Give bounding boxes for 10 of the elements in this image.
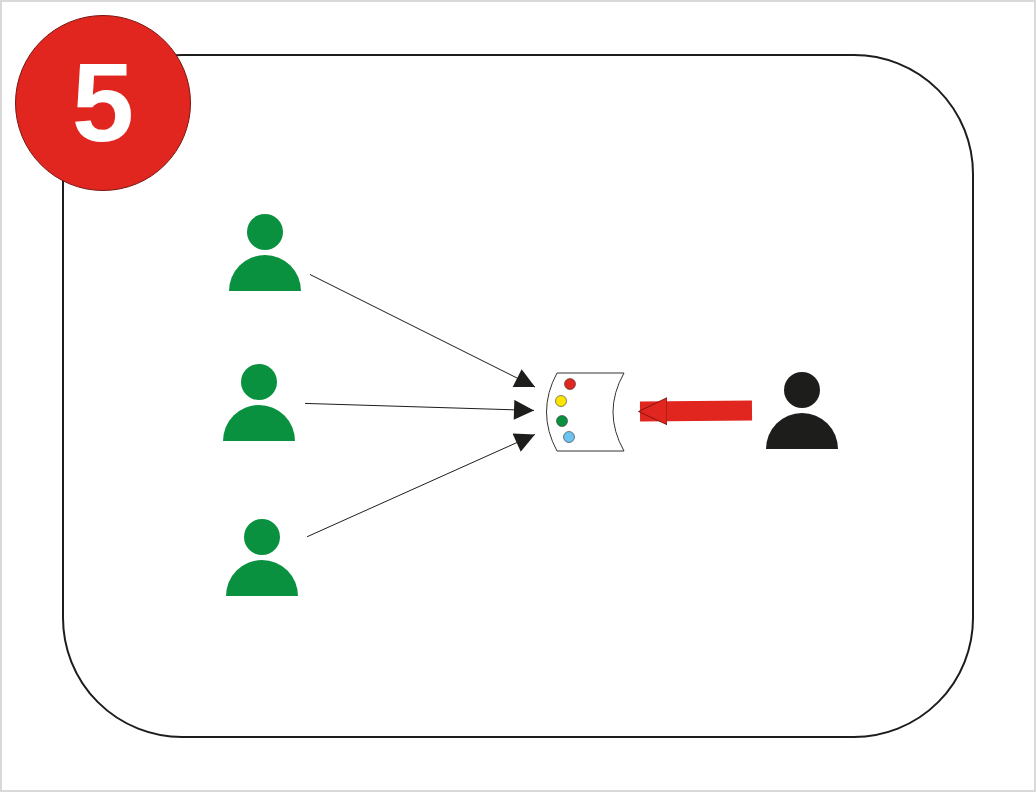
person-icon [226, 518, 298, 596]
arrow [638, 397, 753, 426]
person-icon [223, 363, 295, 441]
document-drawing [544, 371, 626, 453]
arrow [306, 433, 536, 538]
arrow [304, 399, 535, 420]
arrow [309, 273, 536, 388]
badge-number: 5 [71, 47, 135, 159]
person-icon [766, 371, 838, 449]
person-icon [229, 213, 301, 291]
